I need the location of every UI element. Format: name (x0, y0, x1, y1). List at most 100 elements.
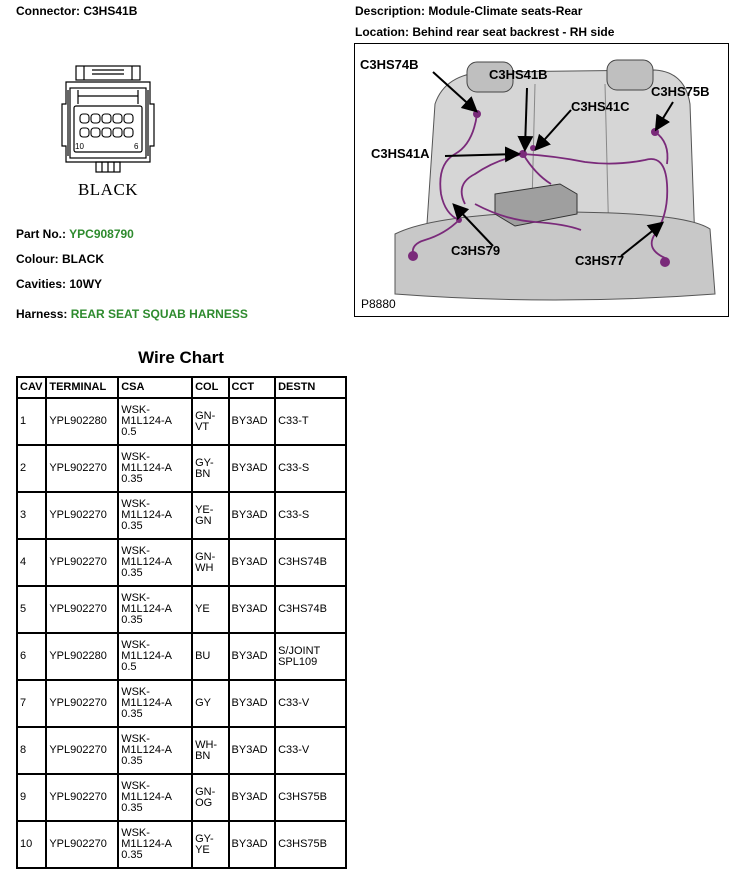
cell-col: WH-BN (191, 726, 230, 775)
cell-col: GY-BN (191, 444, 230, 493)
cell-cav: 10 (15, 820, 48, 869)
cell-terminal: YPL902280 (45, 632, 120, 681)
cell-col: GY-YE (191, 820, 230, 869)
location-line: Location: Behind rear seat backrest - RH… (355, 25, 614, 39)
connector-face-graphic: 10 6 (58, 60, 158, 200)
cell-cct: BY3AD (227, 538, 277, 587)
cell-cav: 9 (15, 773, 48, 822)
cell-cct: BY3AD (227, 397, 277, 446)
pin-number-10: 10 (75, 142, 84, 151)
cell-cav: 5 (15, 585, 48, 634)
colour-line: Colour: BLACK (16, 252, 104, 266)
connector-colour-caption: BLACK (77, 180, 139, 199)
cell-terminal: YPL902270 (45, 679, 120, 728)
column-header-col: COL (191, 376, 230, 399)
column-header-cav: CAV (15, 376, 48, 399)
description-value: Module-Climate seats-Rear (428, 4, 583, 18)
cell-destn: C3HS74B (274, 538, 347, 587)
description-line: Description: Module-Climate seats-Rear (355, 4, 582, 18)
location-value: Behind rear seat backrest - RH side (412, 25, 615, 39)
cell-cav: 8 (15, 726, 48, 775)
cell-col: GN-WH (191, 538, 230, 587)
cell-destn: C3HS75B (274, 820, 347, 869)
cell-cav: 4 (15, 538, 48, 587)
figure-id: P8880 (361, 297, 396, 311)
callout-c3hs41a: C3HS41A (371, 146, 430, 161)
cell-col: BU (191, 632, 230, 681)
cell-terminal: YPL902270 (45, 726, 120, 775)
cell-cct: BY3AD (227, 820, 277, 869)
cell-terminal: YPL902270 (45, 585, 120, 634)
cell-terminal: YPL902270 (45, 491, 120, 540)
cell-terminal: YPL902270 (45, 538, 120, 587)
cell-cct: BY3AD (227, 585, 277, 634)
column-header-destn: DESTN (274, 376, 347, 399)
harness-link[interactable]: REAR SEAT SQUAB HARNESS (70, 307, 248, 321)
description-label: Description: (355, 4, 426, 18)
cell-destn: C33-S (274, 444, 347, 493)
connector-value: C3HS41B (83, 4, 138, 18)
column-header-cct: CCT (227, 376, 277, 399)
cell-cct: BY3AD (227, 444, 277, 493)
cavities-label: Cavities: (16, 277, 67, 291)
cell-cct: BY3AD (227, 773, 277, 822)
cell-cct: BY3AD (227, 491, 277, 540)
callout-c3hs77: C3HS77 (575, 253, 625, 268)
callout-c3hs41c: C3HS41C (571, 99, 630, 114)
cell-destn: C3HS74B (274, 585, 347, 634)
location-diagram: C3HS74B C3HS41B C3HS75B C3HS41C C3HS41A … (354, 43, 729, 317)
connector-face-drawing: 10 6 (61, 65, 155, 173)
cavities-line: Cavities: 10WY (16, 277, 102, 291)
cell-cct: BY3AD (227, 679, 277, 728)
cell-col: GY (191, 679, 230, 728)
callout-c3hs79: C3HS79 (451, 243, 501, 258)
cell-cav: 2 (15, 444, 48, 493)
wire-chart-title: Wire Chart (138, 348, 224, 367)
cell-cct: BY3AD (227, 632, 277, 681)
cell-cct: BY3AD (227, 726, 277, 775)
colour-value: BLACK (62, 252, 104, 266)
cell-destn: C33-V (274, 679, 347, 728)
connector-label: Connector: (16, 4, 80, 18)
part-no-line: Part No.: YPC908790 (16, 227, 134, 241)
column-header-terminal: TERMINAL (45, 376, 120, 399)
rear-seat-illustration (394, 59, 716, 301)
pin-number-6: 6 (134, 142, 139, 151)
cell-destn: C3HS75B (274, 773, 347, 822)
cell-col: YE-GN (191, 491, 230, 540)
cell-cav: 1 (15, 397, 48, 446)
cell-terminal: YPL902270 (45, 444, 120, 493)
cell-cav: 3 (15, 491, 48, 540)
cell-col: GN-VT (191, 397, 230, 446)
cell-destn: C33-V (274, 726, 347, 775)
part-no-link[interactable]: YPC908790 (69, 227, 134, 241)
cell-terminal: YPL902270 (45, 820, 120, 869)
cell-destn: C33-S (274, 491, 347, 540)
cell-terminal: YPL902280 (45, 397, 120, 446)
callout-c3hs75b: C3HS75B (651, 84, 710, 99)
harness-line: Harness: REAR SEAT SQUAB HARNESS (16, 307, 248, 321)
callout-c3hs41b: C3HS41B (489, 67, 548, 82)
part-no-label: Part No.: (16, 227, 67, 241)
column-header-csa: CSA (117, 376, 194, 399)
connector-line: Connector: C3HS41B (16, 4, 137, 18)
